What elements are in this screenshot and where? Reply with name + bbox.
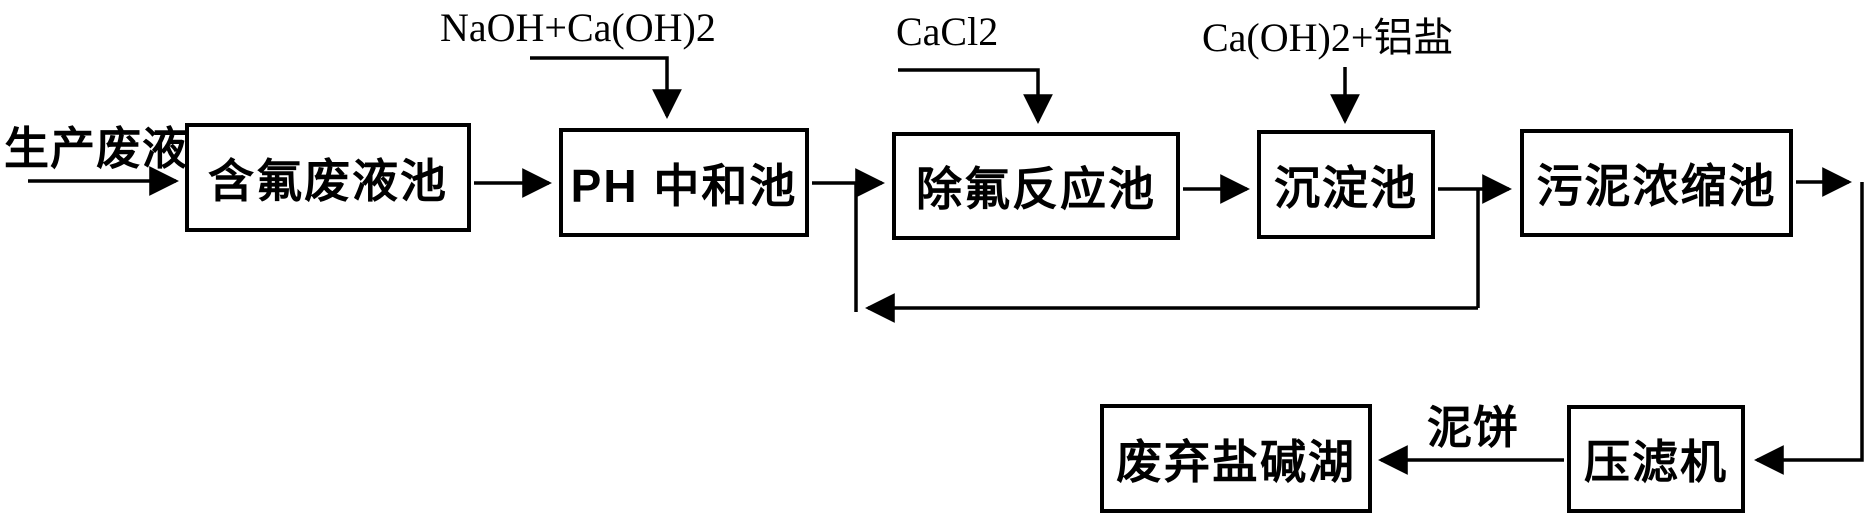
arrow-naoh-feed — [530, 56, 682, 119]
node-abandoned-salt-alkali-lake: 废弃盐碱湖 — [1100, 404, 1372, 513]
node-filter-press: 压滤机 — [1567, 405, 1745, 513]
node-ph-neutralization-pool: PH 中和池 — [559, 128, 809, 237]
reagent-label-caoh-aluminum-salt: Ca(OH)2+铝盐 — [1202, 15, 1454, 60]
arrow-cacl2-feed — [898, 68, 1053, 124]
source-stream-label: 生产废液 — [4, 123, 189, 174]
node-sedimentation-pool: 沉淀池 — [1257, 130, 1435, 239]
node-sludge-thickening-pool: 污泥浓缩池 — [1520, 129, 1793, 237]
reagent-label-naoh-caoh: NaOH+Ca(OH)2 — [440, 5, 716, 50]
node-fluoride-waste-pool: 含氟废液池 — [185, 123, 471, 232]
mud-cake-label: 泥饼 — [1427, 402, 1520, 453]
reagent-label-cacl2: CaCl2 — [896, 9, 999, 54]
node-defluorination-reaction-pool: 除氟反应池 — [892, 132, 1180, 240]
arrow-down-to-filter-press — [1754, 182, 1864, 475]
